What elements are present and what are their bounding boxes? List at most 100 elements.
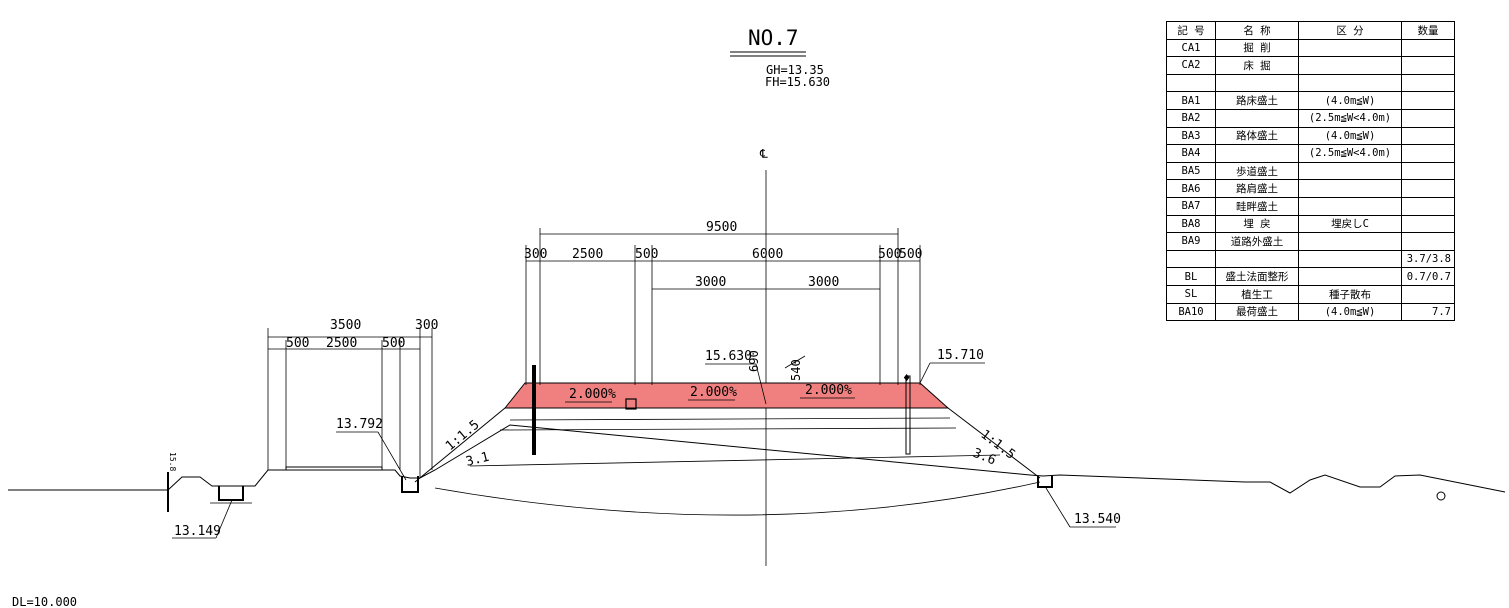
cell-symbol: BA8: [1166, 214, 1216, 234]
cell-quantity: [1401, 196, 1455, 216]
cell-category: (2.5m≦W<4.0m): [1298, 108, 1402, 128]
left-dim-500a-label: 500: [286, 336, 309, 351]
elev-right-ditch-label: 13.540: [1074, 512, 1121, 527]
cell-category: (2.5m≦W<4.0m): [1298, 144, 1402, 163]
header-category: 区 分: [1298, 21, 1402, 40]
cell-quantity: [1401, 284, 1455, 304]
dim-6000-label: 6000: [752, 247, 783, 262]
dim-3000b-label: 3000: [808, 275, 839, 290]
ground-line: [8, 424, 1506, 494]
elev-left-ditch-label: 13.792: [336, 417, 383, 432]
centerline-symbol: ℄: [759, 147, 768, 161]
dim-500-label: 500: [635, 247, 658, 262]
survey-point-marker: [1436, 491, 1446, 501]
cell-quantity: [1401, 161, 1455, 181]
left-dim-3500-label: 3500: [330, 318, 361, 333]
table-row: BA2 (2.5m≦W<4.0m): [1166, 108, 1455, 128]
elev-left-ditch-leader-2: [377, 431, 407, 481]
table-header-row: 記 号 名 称 区 分 数量: [1166, 21, 1455, 40]
elev-center-leader-2: [755, 363, 767, 405]
layer-line-2: [499, 427, 957, 431]
left-slope-ratio-label: 1:1.5: [443, 417, 483, 454]
right-post-marker: ♦: [903, 371, 910, 385]
cell-quantity: 0.7/0.7: [1401, 267, 1455, 286]
curb-block: [625, 398, 637, 410]
elev-right-ditch-leader-2: [1045, 487, 1071, 528]
left-dim-500b-label: 500: [382, 336, 405, 351]
cell-category: [1298, 196, 1402, 216]
cell-name: 路体盛土: [1215, 126, 1299, 146]
cell-category: [1298, 56, 1402, 75]
cell-symbol: BA5: [1166, 161, 1216, 181]
dim-extension-lines: [525, 228, 921, 385]
cell-symbol: [1166, 73, 1216, 93]
cell-name: 畦畔盛土: [1215, 196, 1299, 216]
cell-symbol: BA9: [1166, 232, 1216, 251]
cell-symbol: BA6: [1166, 179, 1216, 198]
cell-quantity: [1401, 108, 1455, 128]
cell-symbol: BA1: [1166, 91, 1216, 110]
cell-name: 盛土法面整形: [1215, 267, 1299, 286]
cell-quantity: [1401, 214, 1455, 234]
cell-name: 道路外盛土: [1215, 232, 1299, 251]
cell-category: [1298, 73, 1402, 93]
dim-500r2-label: 500: [899, 247, 922, 262]
cell-category: (4.0m≦W): [1298, 302, 1402, 322]
left-dim-300-label: 300: [415, 318, 438, 333]
table-row: 3.7/3.8: [1166, 249, 1455, 269]
left-dim-2500-label: 2500: [326, 336, 357, 351]
cell-quantity: [1401, 73, 1455, 93]
cell-category: [1298, 179, 1402, 198]
dim-500r-label: 500: [878, 247, 901, 262]
header-symbol: 記 号: [1166, 21, 1216, 40]
cell-category: (4.0m≦W): [1298, 126, 1402, 146]
cell-quantity: [1401, 232, 1455, 251]
cell-name: 路肩盛土: [1215, 179, 1299, 198]
cell-name: 植生工: [1215, 284, 1299, 304]
cell-category: 種子散布: [1298, 284, 1402, 304]
cell-symbol: BA3: [1166, 126, 1216, 146]
left-side-slope: [414, 407, 506, 483]
bottom-layer-line: [469, 454, 1001, 467]
elev-far-left-label: 13.149: [174, 524, 221, 539]
cell-quantity: 3.7/3.8: [1401, 249, 1455, 269]
left-slope-length-label: 3.1: [464, 450, 490, 470]
formation-height-label: FH=15.630: [765, 75, 830, 89]
cell-symbol: BL: [1166, 267, 1216, 286]
cell-name: [1215, 249, 1299, 269]
left-u-ditch: [401, 476, 419, 493]
cell-category: [1298, 249, 1402, 269]
cell-symbol: BA2: [1166, 108, 1216, 128]
table-row: [1166, 73, 1455, 93]
dim-300-label: 300: [524, 247, 547, 262]
cell-quantity: [1401, 144, 1455, 163]
cell-quantity: [1401, 126, 1455, 146]
cell-name: [1215, 144, 1299, 163]
elev-far-left-leader-2: [215, 499, 233, 539]
cell-name: [1215, 73, 1299, 93]
cell-category: (4.0m≦W): [1298, 91, 1402, 110]
cell-symbol: CA1: [1166, 38, 1216, 58]
right-side-slope: [947, 407, 1041, 479]
cell-symbol: BA4: [1166, 144, 1216, 163]
cell-symbol: SL: [1166, 284, 1216, 304]
header-quantity: 数量: [1401, 21, 1455, 40]
far-left-u-ditch: [218, 486, 244, 501]
cell-category: 埋戻しC: [1298, 214, 1402, 234]
cell-name: 床 掘: [1215, 56, 1299, 75]
cell-name: [1215, 108, 1299, 128]
table-row: BA4 (2.5m≦W<4.0m): [1166, 144, 1455, 163]
right-u-ditch: [1037, 476, 1053, 488]
elev-center-label: 15.630: [705, 349, 752, 364]
right-guard-post: [905, 375, 911, 455]
sidewalk-surface: [285, 466, 383, 471]
cell-name: 歩道盛土: [1215, 161, 1299, 181]
